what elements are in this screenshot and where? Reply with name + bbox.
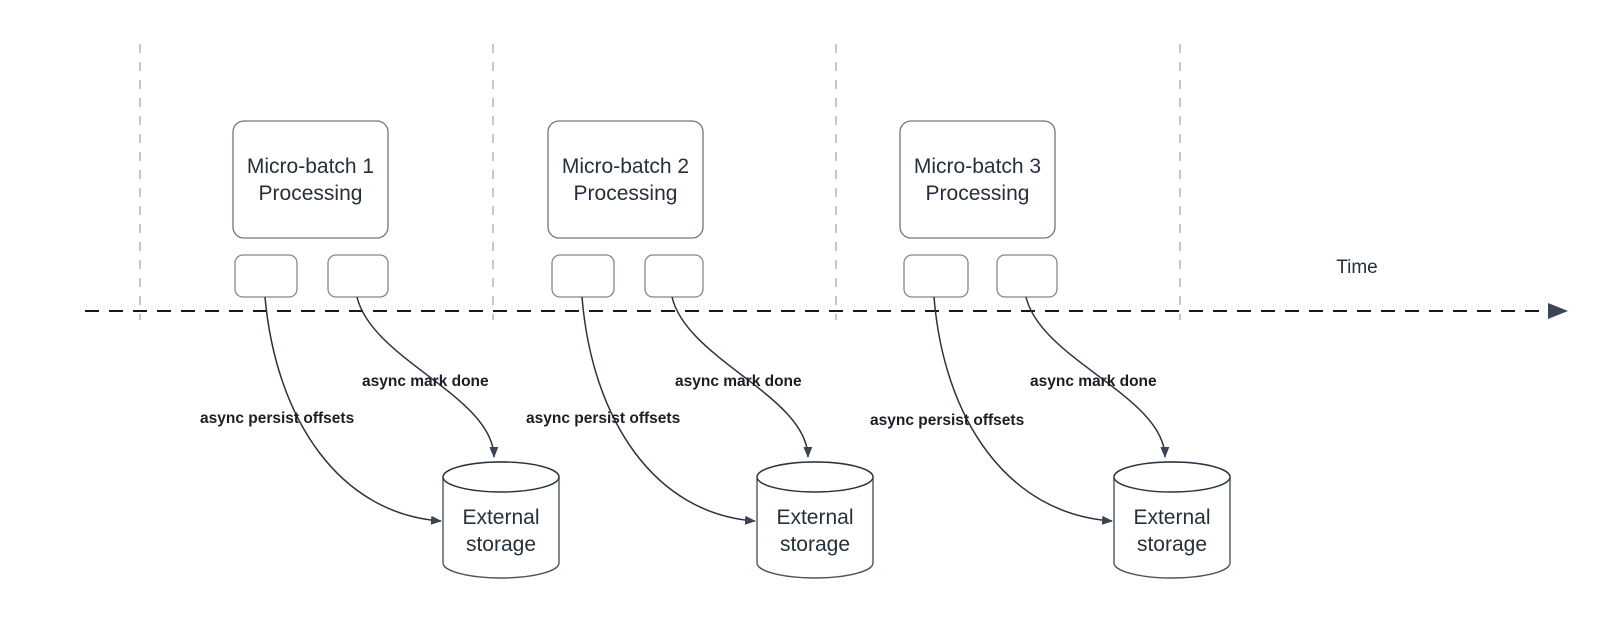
external-storage-label-line1-1: External	[462, 506, 539, 529]
micro-batch-box-subtitle-2: Processing	[574, 182, 678, 205]
async-mark-done-label-3: async mark done	[1030, 373, 1157, 390]
micro-batch-box-1[interactable]	[232, 120, 389, 239]
async-mark-done-edge-3	[1025, 296, 1170, 458]
micro-batch-box-subtitle-1: Processing	[259, 182, 363, 205]
async-persist-offsets-edge-2	[581, 296, 756, 525]
micro-batch-box-title-1: Micro-batch 1	[247, 155, 374, 178]
async-mark-done-edge-2	[671, 296, 813, 458]
external-storage-cylinder-top-3	[1113, 461, 1231, 493]
micro-batch-box-2[interactable]	[547, 120, 704, 239]
external-storage-label-line1-2: External	[776, 506, 853, 529]
persist-offsets-task-2[interactable]	[551, 254, 615, 298]
persist-offsets-task-3[interactable]	[903, 254, 969, 298]
external-storage-cylinder-top-1	[442, 461, 560, 493]
edge-label-group: async persist offsets async mark done asyn…	[200, 373, 1157, 429]
timeline-arrowhead	[1548, 303, 1568, 319]
async-persist-offsets-edge-3	[933, 296, 1113, 525]
async-persist-offsets-label-2: async persist offsets	[526, 410, 680, 427]
external-storage-label-line1-3: External	[1133, 506, 1210, 529]
mark-done-task-3[interactable]	[996, 254, 1058, 298]
micro-batch-box-title-3: Micro-batch 3	[914, 155, 1041, 178]
micro-batch-box-3[interactable]	[899, 120, 1056, 239]
mark-done-task-1[interactable]	[327, 254, 389, 298]
external-storage-cylinder-top-2	[756, 461, 874, 493]
async-mark-done-label-1: async mark done	[362, 373, 489, 390]
micro-batch-box-subtitle-3: Processing	[926, 182, 1030, 205]
external-storage-label-line2-1: storage	[466, 533, 536, 556]
persist-offsets-task-1[interactable]	[234, 254, 298, 298]
time-axis-label: Time	[1336, 257, 1378, 278]
timeline-axis-group: Time	[85, 257, 1568, 319]
async-persist-offsets-label-3: async persist offsets	[870, 412, 1024, 429]
async-persist-offsets-edge-1	[264, 296, 442, 525]
micro-batch-groups: Micro-batch 1ProcessingExternalstorageMi…	[232, 120, 1231, 579]
external-storage-label-line2-2: storage	[780, 533, 850, 556]
async-persist-offsets-label-1: async persist offsets	[200, 410, 354, 427]
micro-batch-box-title-2: Micro-batch 2	[562, 155, 689, 178]
async-mark-done-label-2: async mark done	[675, 373, 802, 390]
async-mark-done-edge-1	[356, 296, 499, 458]
external-storage-label-line2-3: storage	[1137, 533, 1207, 556]
mark-done-task-2[interactable]	[644, 254, 704, 298]
